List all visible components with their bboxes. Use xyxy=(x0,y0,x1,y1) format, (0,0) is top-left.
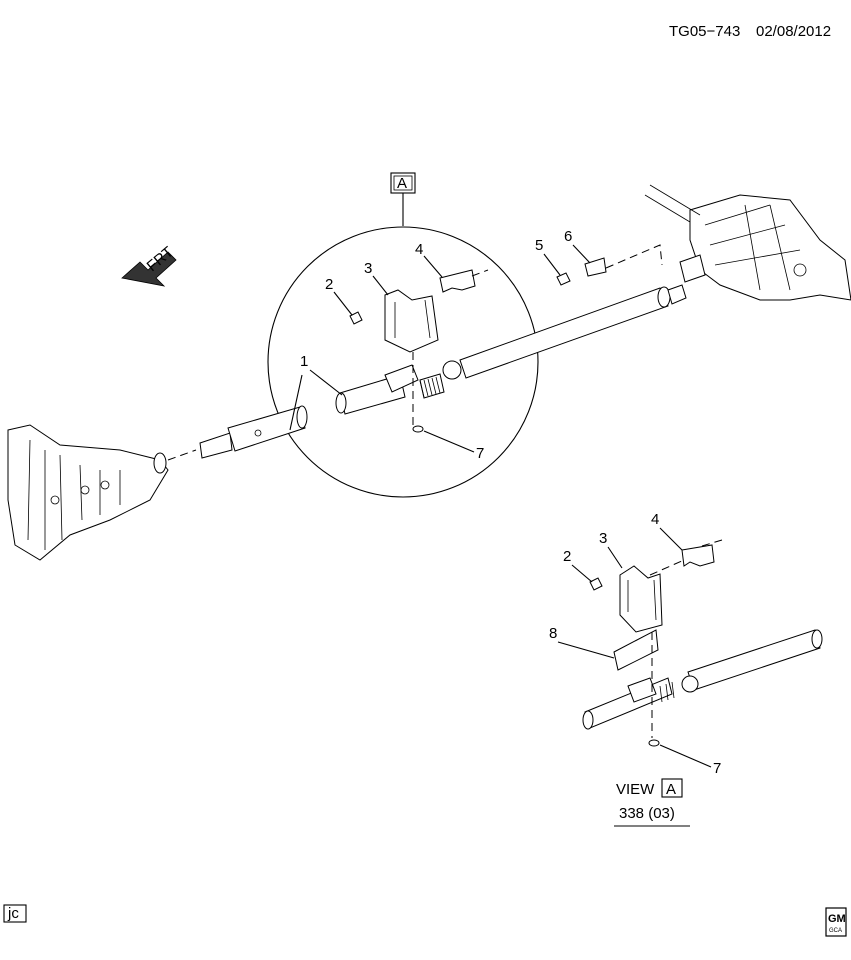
detail-callout-2: 2 xyxy=(563,548,571,565)
view-a-detail xyxy=(582,539,823,747)
center-bearing-parts xyxy=(349,269,489,433)
callout-6: 6 xyxy=(564,228,572,245)
view-a-marker: A xyxy=(390,172,416,226)
drawing-date: 02/08/2012 xyxy=(756,23,831,40)
drawing-id: TG05−743 xyxy=(669,23,740,40)
initials: jc xyxy=(7,905,19,922)
callout-1: 1 xyxy=(300,353,308,370)
callout-3: 3 xyxy=(364,260,372,277)
view-reference: 338 (03) xyxy=(619,805,675,822)
rear-hardware: 5 6 xyxy=(535,228,607,286)
detail-callout-7: 7 xyxy=(713,760,721,777)
front-arrow-icon: FRT xyxy=(121,243,177,287)
view-a-letter: A xyxy=(397,175,407,192)
detail-circle xyxy=(267,226,539,498)
view-caption: VIEW A 338 (03) xyxy=(614,778,690,827)
detail-callout-8: 8 xyxy=(549,625,557,642)
callout-4: 4 xyxy=(415,241,423,258)
view-a-callouts: 2 3 4 8 7 xyxy=(549,511,721,777)
detail-callout-3: 3 xyxy=(599,530,607,547)
view-word: VIEW xyxy=(616,781,655,798)
logo-top: GM xyxy=(828,913,846,925)
front-propshaft xyxy=(199,405,308,459)
circle-callouts: 1 2 3 4 7 xyxy=(289,241,484,462)
view-letter: A xyxy=(666,781,676,798)
transmission-illustration xyxy=(7,424,197,561)
gm-logo: GM GCA xyxy=(825,907,847,937)
detail-callout-4: 4 xyxy=(651,511,659,528)
callout-5: 5 xyxy=(535,237,543,254)
logo-bottom: GCA xyxy=(829,928,842,934)
callout-7: 7 xyxy=(476,445,484,462)
callout-2: 2 xyxy=(325,276,333,293)
initials-box: jc xyxy=(3,904,27,923)
rear-axle-illustration xyxy=(605,184,851,301)
